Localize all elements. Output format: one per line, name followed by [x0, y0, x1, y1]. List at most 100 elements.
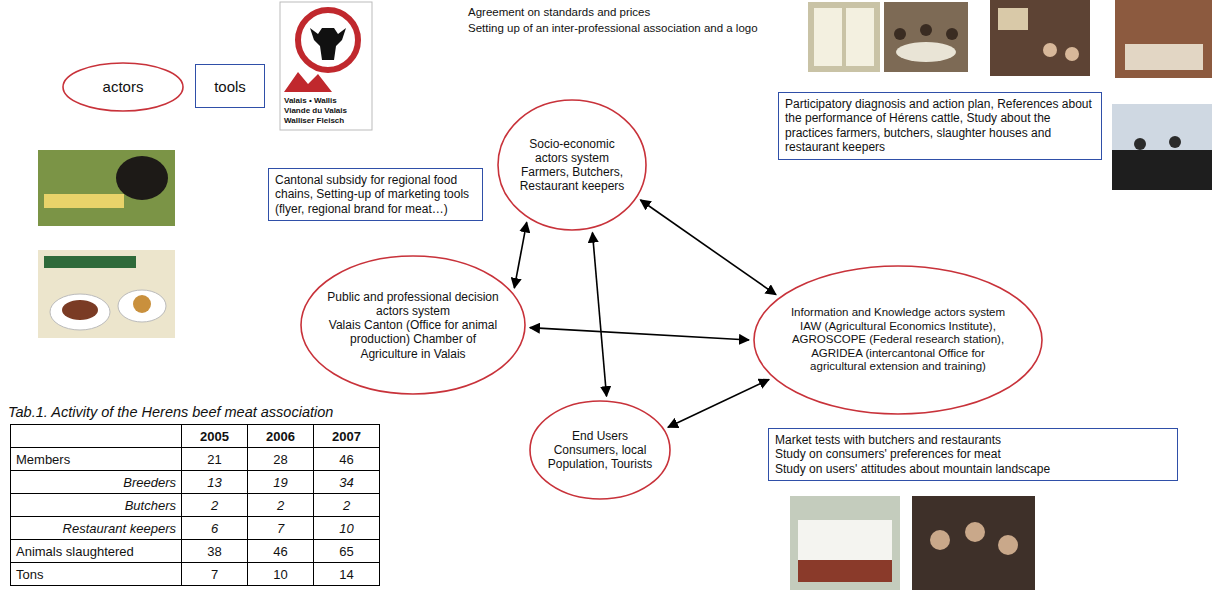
node-text: Study on consumers' preferences for meat — [775, 447, 1171, 461]
node-text: actors — [74, 78, 172, 96]
table-cell: 2005 — [182, 425, 248, 448]
person — [1043, 43, 1057, 57]
crowd — [1112, 150, 1212, 190]
legend-tools-box: tools — [195, 64, 265, 108]
person — [965, 522, 985, 542]
market-photo — [790, 496, 900, 590]
table-cell: 28 — [248, 448, 314, 471]
table-cell-empty — [11, 425, 182, 448]
table-cell: 2 — [314, 494, 380, 517]
node-heading: End Users — [543, 429, 657, 443]
mountain-mark — [284, 72, 332, 92]
ellipse-text-group: actors — [74, 78, 172, 96]
node-heading: Information and Knowledge actors system — [782, 306, 1014, 320]
table-row: Restaurant keepers6710 — [11, 517, 380, 540]
person — [998, 535, 1018, 555]
tool-note: Agreement on standards and prices — [468, 6, 650, 18]
tool-box: Market tests with butchers and restauran… — [768, 428, 1178, 481]
table-cell: 2 — [182, 494, 248, 517]
table-cell: Breeders — [11, 471, 182, 494]
node-heading: Public and professional decision actors … — [323, 290, 504, 318]
actor-system-ellipse: Information and Knowledge actors systemI… — [753, 265, 1043, 415]
node-text: Study on users' attitudes about mountain… — [775, 462, 1171, 476]
table-cell: 46 — [314, 448, 380, 471]
ellipse-text-group: Socio-economic actors systemFarmers, But… — [512, 137, 632, 194]
ellipse-text-group: End UsersConsumers, local Population, To… — [543, 429, 657, 471]
person — [930, 530, 950, 550]
table — [1125, 44, 1203, 70]
node-heading: Socio-economic actors system — [512, 137, 632, 165]
table-cell: 34 — [314, 471, 380, 494]
person — [920, 24, 932, 36]
table-cell: 14 — [314, 563, 380, 586]
node-text: tools — [214, 78, 246, 95]
flyer-photo — [38, 250, 175, 338]
actor-system-ellipse: End UsersConsumers, local Population, To… — [529, 400, 671, 500]
flipchart-sheet — [814, 8, 842, 66]
node-text: Cantonal subsidy for regional food chain… — [275, 173, 476, 216]
connector-arrow — [530, 328, 749, 340]
table-cell: 13 — [182, 471, 248, 494]
counter — [798, 560, 892, 582]
table-caption: Tab.1. Activity of the Herens beef meat … — [8, 404, 333, 420]
table-cell: Tons — [11, 563, 182, 586]
node-text: Consumers, local Population, Tourists — [543, 443, 657, 471]
tool-note: Setting up of an inter-professional asso… — [468, 22, 758, 34]
table-cell: Animals slaughtered — [11, 540, 182, 563]
connector-arrow — [640, 200, 776, 295]
person — [894, 28, 906, 40]
table-cell: 65 — [314, 540, 380, 563]
table-row: Tons71014 — [11, 563, 380, 586]
node-text: Farmers, Butchers, Restaurant keepers — [512, 165, 632, 193]
table-cell: 6 — [182, 517, 248, 540]
flyer-banner — [44, 256, 136, 268]
ellipse-text-group: Information and Knowledge actors systemI… — [782, 306, 1014, 374]
steak — [62, 300, 98, 320]
table-cell: Members — [11, 448, 182, 471]
logo-text: Viande du Valais — [284, 106, 347, 115]
ellipse-shape — [754, 266, 1042, 414]
table-row: Butchers222 — [11, 494, 380, 517]
plate — [118, 290, 166, 322]
table-cell: 10 — [248, 563, 314, 586]
table-cell: 7 — [182, 563, 248, 586]
connector-arrow — [514, 222, 526, 288]
table-cell: Restaurant keepers — [11, 517, 182, 540]
table-row: 200520062007 — [11, 425, 380, 448]
bull-head — [310, 28, 346, 60]
data-table: 200520062007Members212846Breeders131934B… — [10, 424, 380, 586]
ellipse-shape — [301, 256, 525, 394]
flipchart-sheet — [846, 8, 874, 66]
node-text: Market tests with butchers and restauran… — [775, 433, 1171, 447]
person — [1169, 136, 1181, 148]
ellipse-text-group: Public and professional decision actors … — [323, 290, 504, 361]
ellipse-shape — [63, 63, 183, 111]
food — [133, 295, 151, 313]
table-row: Animals slaughtered384665 — [11, 540, 380, 563]
logo-text: Valais • Wallis — [284, 96, 337, 105]
legend-actors-ellipse: actors — [62, 62, 184, 112]
table-row: Members212846 — [11, 448, 380, 471]
table-cell: Butchers — [11, 494, 182, 517]
connector-arrow — [592, 233, 606, 397]
table-cell: 38 — [182, 540, 248, 563]
actor-system-ellipse: Public and professional decision actors … — [300, 255, 526, 395]
flyer-banner — [44, 194, 124, 208]
flyer-photo — [38, 150, 175, 226]
connector-arrow — [668, 380, 769, 428]
table-cell: 46 — [248, 540, 314, 563]
tool-box: Cantonal subsidy for regional food chain… — [268, 168, 483, 221]
plate — [50, 294, 110, 330]
table-cell: 7 — [248, 517, 314, 540]
actor-system-ellipse: Socio-economic actors systemFarmers, But… — [497, 99, 647, 231]
logo-text: Walliser Fleisch — [284, 116, 344, 125]
person — [1134, 138, 1146, 150]
room-photo — [1115, 0, 1212, 78]
field-photo — [1112, 104, 1212, 190]
meeting-photo — [884, 2, 968, 72]
table-cell: 2006 — [248, 425, 314, 448]
ellipse-shape — [498, 100, 646, 230]
